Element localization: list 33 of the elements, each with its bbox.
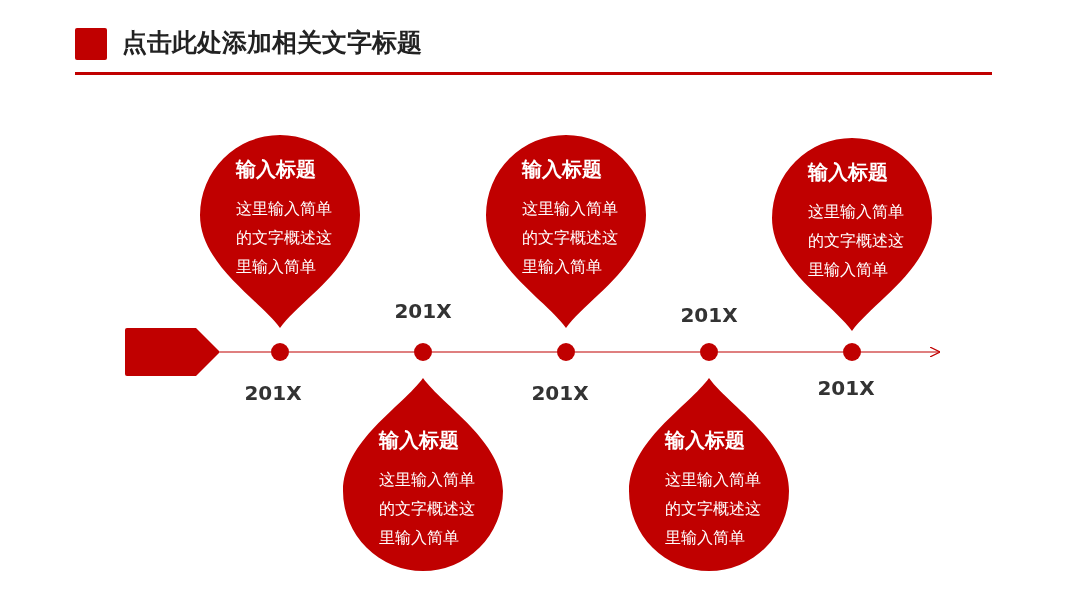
timeline-line <box>288 351 415 353</box>
teardrop-marker <box>486 135 646 328</box>
timeline-arrow <box>860 346 941 358</box>
drop-description: 这里输入简单的文字概述这里输入简单 <box>665 470 762 549</box>
drop-heading: 输入标题 <box>808 160 888 184</box>
timeline-dot <box>843 343 861 361</box>
timeline-line <box>431 351 558 353</box>
timeline-dot <box>557 343 575 361</box>
timeline-dot <box>271 343 289 361</box>
teardrop-marker <box>343 378 503 571</box>
teardrop-marker <box>772 138 932 331</box>
year-label: 201X <box>530 381 590 405</box>
drop-description: 这里输入简单的文字概述这里输入简单 <box>379 470 476 549</box>
drop-heading: 输入标题 <box>236 157 316 181</box>
drop-description: 这里输入简单的文字概述这里输入简单 <box>808 202 905 281</box>
year-label: 201X <box>679 303 739 327</box>
timeline-dot <box>414 343 432 361</box>
teardrop-marker <box>629 378 789 571</box>
year-label: 201X <box>816 376 876 400</box>
drop-heading: 输入标题 <box>665 428 745 452</box>
timeline-dot <box>700 343 718 361</box>
year-label: 201X <box>243 381 303 405</box>
timeline-line <box>574 351 701 353</box>
drop-description: 这里输入简单的文字概述这里输入简单 <box>522 199 619 278</box>
page-title: 点击此处添加相关文字标题 <box>122 27 422 59</box>
drop-heading: 输入标题 <box>522 157 602 181</box>
tag-shape <box>125 328 220 376</box>
drop-description: 这里输入简单的文字概述这里输入简单 <box>236 199 333 278</box>
year-label: 201X <box>393 299 453 323</box>
timeline-line <box>219 351 272 353</box>
timeline-line <box>717 351 844 353</box>
teardrop-marker <box>200 135 360 328</box>
drop-heading: 输入标题 <box>379 428 459 452</box>
